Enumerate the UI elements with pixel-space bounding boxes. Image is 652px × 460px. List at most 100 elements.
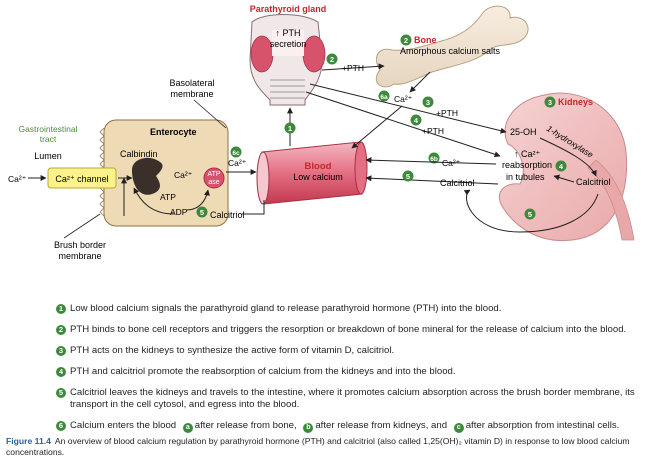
marker-6a-num: 6a <box>380 94 388 101</box>
marker-2-arrow <box>326 53 338 65</box>
basolateral-label-1: Basolateral <box>169 78 214 88</box>
enterocyte-ca-label: Ca²⁺ <box>174 170 192 180</box>
marker-5-kidney-num: 5 <box>528 210 532 219</box>
blood-to-enterocyte-calcitriol-line <box>242 200 265 215</box>
marker-5-enterocyte-num: 5 <box>200 208 204 217</box>
step-6-marker: 6 <box>56 421 66 431</box>
marker-1 <box>284 122 296 134</box>
marker-4-arrow-num: 4 <box>414 116 419 125</box>
marker-2-arrow-num: 2 <box>330 55 334 64</box>
marker-3-arrow-num: 3 <box>426 98 430 107</box>
ca-6a-label: Ca²⁺ <box>394 94 412 104</box>
step-1: 1 Low blood calcium signals the parathyro… <box>56 303 646 315</box>
step-6b-text: after release from kidneys, and <box>315 420 448 431</box>
atpase-label-1: ATP <box>207 171 220 178</box>
step-6c-text: after absorption from intestinal cells. <box>465 420 620 431</box>
step-3-marker: 3 <box>56 346 66 356</box>
step-6a-badge: a <box>182 423 193 433</box>
ca-up-label: ↑ Ca²⁺ <box>514 149 541 159</box>
step-5-text: Calcitriol leaves the kidneys and travel… <box>70 387 635 410</box>
blood-subtitle: Low calcium <box>293 172 343 182</box>
marker-1-num: 1 <box>288 124 292 133</box>
parathyroid-to-kidney-arrow-4 <box>305 91 501 158</box>
oh25-label: 25-OH <box>510 127 537 137</box>
basolateral-pointer <box>193 99 227 129</box>
step-4-text: PTH and calcitriol promote the reabsorpt… <box>70 366 456 377</box>
calcitriol-into-cell-arrow <box>133 187 175 215</box>
reabsorption-label: reabsorption <box>502 160 552 170</box>
ca-channel-label: Ca²⁺ channel <box>55 174 108 184</box>
marker-6b-num: 6b <box>430 156 438 163</box>
marker-5-blood <box>402 170 414 182</box>
parathyroid-to-kidney-arrow-3 <box>309 83 507 134</box>
figure-caption-text: An overview of blood calcium regulation … <box>6 436 630 457</box>
marker-5-blood-num: 5 <box>406 172 410 181</box>
parathyroid-gland <box>249 14 326 106</box>
step-2-marker: 2 <box>56 325 66 335</box>
marker-4-kidney <box>555 160 567 172</box>
bone-description: Amorphous calcium salts <box>400 46 501 56</box>
calcitriol-to-reabsorption-arrow <box>553 174 575 183</box>
step-1-marker: 1 <box>56 304 66 314</box>
step-3-text: PTH acts on the kidneys to synthesize th… <box>70 345 395 356</box>
hydroxylase-conversion-arrow <box>539 137 597 177</box>
blood-title: Blood <box>305 161 332 172</box>
pth-plus-label-3: +PTH <box>436 108 458 118</box>
enterocyte-cell <box>99 119 229 227</box>
marker-5-enterocyte <box>196 206 208 218</box>
step-6b-badge: b <box>303 423 314 433</box>
marker-3-kidney <box>544 96 556 108</box>
pth-plus-label-4: +PTH <box>422 126 444 136</box>
atp-label: ATP <box>160 192 176 202</box>
bone-image <box>375 5 529 88</box>
in-tubules-label: in tubules <box>506 172 545 182</box>
ca-6c-label: Ca²⁺ <box>228 158 246 168</box>
step-5: 5 Calcitriol leaves the kidneys and trave… <box>56 387 646 411</box>
marker-5-kidney <box>524 208 536 220</box>
atp-cycle-arrow <box>185 189 210 211</box>
kidney-ca-to-blood-arrow <box>365 157 497 165</box>
calcium-regulation-diagram: Parathyroid gland ↑ PTH secretion 2 Bone… <box>8 4 635 261</box>
step-1-text: Low blood calcium signals the parathyroi… <box>70 303 502 314</box>
marker-3-arrow <box>422 96 434 108</box>
bone-to-ca-arrow <box>409 71 431 93</box>
step-6a-text: after release from bone, <box>194 420 297 431</box>
brush-border-pointer <box>63 213 101 239</box>
secretion-label: secretion <box>270 39 307 49</box>
step-3: 3 PTH acts on the kidneys to synthesize t… <box>56 345 646 357</box>
bone-ca-to-blood-arrow <box>351 105 403 149</box>
marker-6c-num: 6c <box>232 150 240 157</box>
pth-plus-label-bone: +PTH <box>342 63 364 73</box>
lumen-label: Lumen <box>34 151 62 161</box>
marker-4-arrow <box>410 114 422 126</box>
basolateral-label-2: membrane <box>170 89 213 99</box>
blood-vessel <box>256 141 368 205</box>
step-5-marker: 5 <box>56 388 66 398</box>
calcitriol-enterocyte-label: Calcitriol <box>210 210 245 220</box>
atpase-label-2: ase <box>208 179 219 186</box>
step-6-text: Calcium enters the blood <box>70 420 177 431</box>
step-2: 2 PTH binds to bone cell receptors and tr… <box>56 324 646 336</box>
calcitriol-kidney-label: Calcitriol <box>576 177 611 187</box>
ca-channel <box>47 167 117 189</box>
marker-6c <box>230 146 242 158</box>
marker-2-bone-num: 2 <box>404 36 408 45</box>
marker-6b <box>428 152 440 164</box>
brush-border-label-1: Brush border <box>54 240 106 250</box>
step-list: 1 Low blood calcium signals the parathyro… <box>56 303 646 442</box>
gi-tract-label-2: tract <box>40 134 57 144</box>
atpase-pump <box>203 167 225 189</box>
bone-title: Bone <box>414 35 437 45</box>
marker-3-kidney-num: 3 <box>548 98 552 107</box>
step-2-text: PTH binds to bone cell receptors and tri… <box>70 324 627 335</box>
calbindin-label: Calbindin <box>120 149 158 159</box>
parathyroid-to-bone-arrow <box>321 63 385 71</box>
marker-4-kidney-num: 4 <box>559 162 564 171</box>
gi-tract-label-1: Gastrointestinal <box>18 124 77 134</box>
calcitriol-blood-label: Calcitriol <box>440 178 475 188</box>
figure-number: Figure 11.4 <box>6 436 51 446</box>
kidney-to-intestine-calcitriol-arrow <box>463 189 599 233</box>
